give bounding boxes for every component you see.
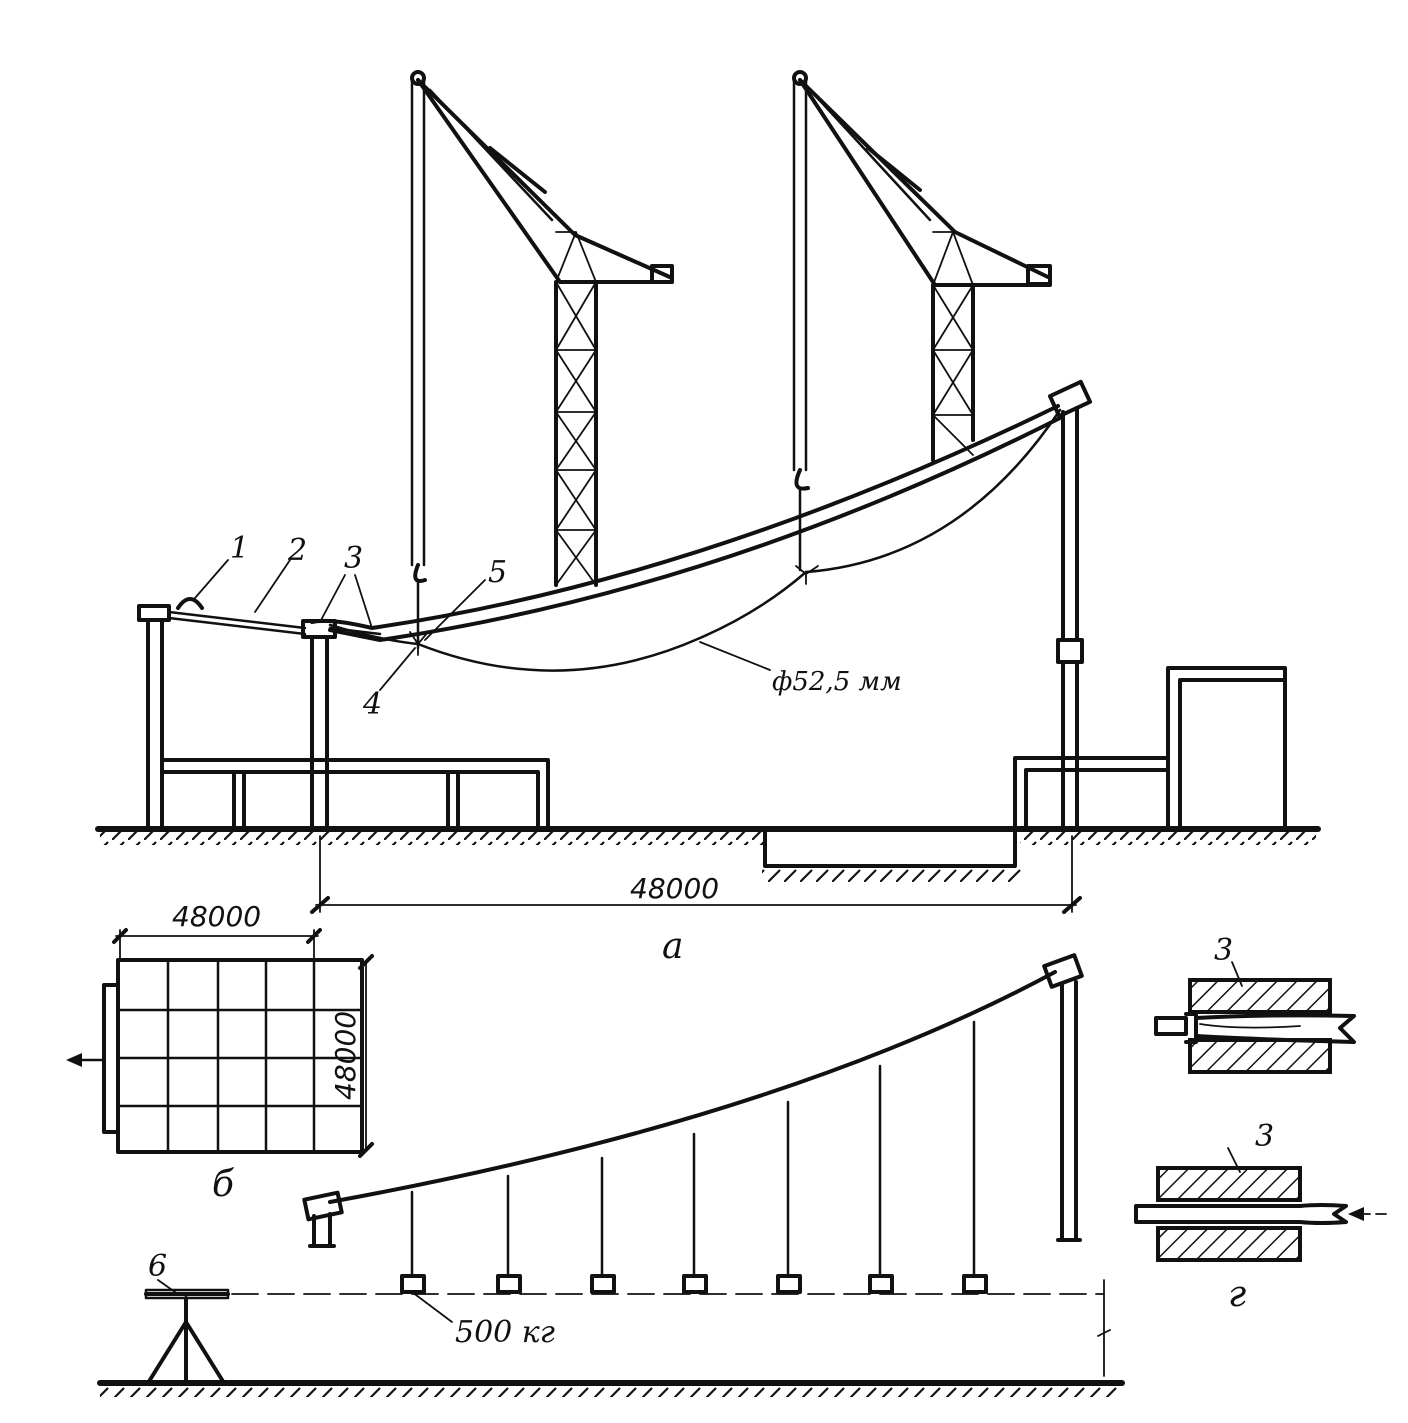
plan-height-label: 48000: [329, 1011, 362, 1100]
detail-label-top: 3: [1214, 933, 1233, 968]
callout-6: 6: [148, 1249, 167, 1284]
subfigure-a-label: а: [662, 926, 683, 967]
subfigure-g-anchor-details: 3 3 г: [1134, 933, 1393, 1315]
subfigure-b-plan: 48000 48000 б: [66, 900, 374, 1205]
callout-5: 5: [488, 555, 507, 590]
ground-hatch-right: [1020, 831, 1316, 845]
ground-hatch-left: [100, 831, 765, 845]
callout-4: 4: [362, 687, 382, 722]
roof-band: [310, 379, 1093, 642]
subfigure-g-label: г: [1228, 1274, 1246, 1315]
span-dimension: [310, 835, 1082, 914]
ground-hatch-bottom: [100, 1383, 1120, 1397]
test-cable: [328, 970, 1057, 1204]
callout-leaders: [194, 559, 771, 691]
subfigure-a-elevation: 1 2 3 4 5 ф52,5 мм 48000 а: [95, 70, 1321, 967]
right-column: [1013, 406, 1287, 831]
callout-2: 2: [287, 533, 307, 568]
callout-1: 1: [230, 531, 249, 566]
foundation-pit: [763, 828, 1017, 868]
plan-grid-outline: [116, 958, 364, 1154]
callout-3: 3: [344, 541, 363, 576]
plan-width-label: 48000: [172, 900, 261, 933]
crane-2-hook: [794, 468, 810, 491]
pit-hatch: [762, 868, 1024, 882]
weight-label: 500 кг: [455, 1315, 555, 1350]
test-weights: [400, 1020, 988, 1294]
anchor-1: [176, 597, 204, 610]
subfigure-v-load-test: 6 500 кг: [97, 953, 1125, 1397]
left-column-cap: [137, 604, 171, 622]
crane-1-hook: [413, 563, 427, 583]
right-anchor-block: [1047, 379, 1093, 419]
crane-1: [410, 70, 674, 650]
crane-2: [792, 70, 1052, 572]
span-dimension-label: 48000: [630, 872, 719, 905]
subfigure-b-label: б: [212, 1164, 235, 1205]
detail-label-bottom: 3: [1255, 1119, 1274, 1154]
cable-diameter-label: ф52,5 мм: [772, 667, 902, 697]
